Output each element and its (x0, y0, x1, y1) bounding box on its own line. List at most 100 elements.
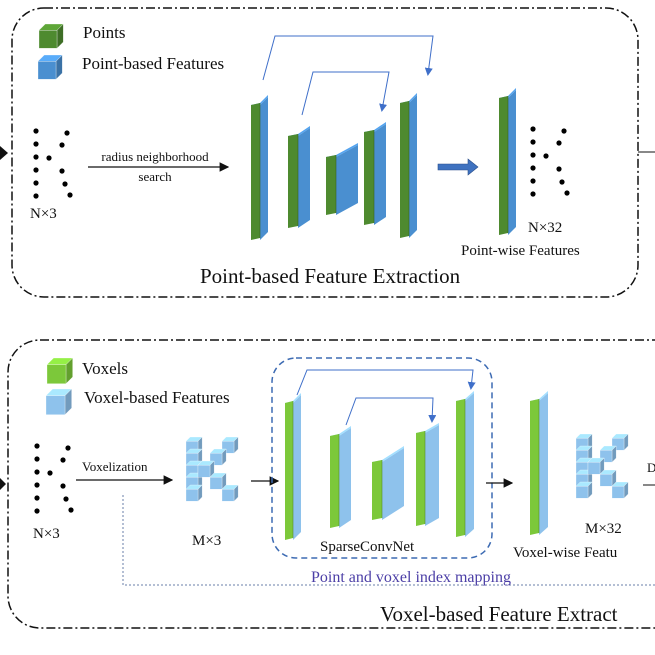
cube-front (37, 61, 57, 80)
voxel-grid (185, 436, 239, 502)
point-dot (530, 152, 536, 158)
point-dot (34, 443, 40, 449)
point-dot (62, 181, 68, 187)
panel-title: Point-based Feature Extraction (200, 264, 461, 288)
point-dot (34, 456, 40, 462)
skip-connection-inner (301, 71, 390, 116)
voxel-front (209, 477, 223, 490)
input-point-cloud (34, 443, 74, 514)
incoming-arrow-icon (0, 478, 6, 490)
point-dot (34, 495, 40, 501)
feature-layer-bar (400, 93, 417, 238)
output-caption: Voxel-wise Featu (513, 545, 618, 561)
point-dot (33, 180, 39, 186)
point-face (330, 434, 339, 528)
output-caption: Point-wise Features (461, 243, 580, 259)
point-dot (33, 128, 39, 134)
voxel-cube (221, 484, 239, 502)
voxel-cube (575, 481, 593, 499)
point-dot (67, 192, 73, 198)
voxel-wise-grid (575, 433, 629, 499)
point-dot (47, 470, 53, 476)
feature-face (339, 428, 351, 528)
legend-point-features-label: Point-based Features (82, 54, 224, 73)
legend-voxels-label: Voxels (82, 359, 128, 378)
bar-top (499, 88, 516, 98)
point-face (456, 399, 465, 537)
input-point-cloud (33, 128, 73, 199)
input-size-label: N×3 (30, 206, 57, 222)
bar-top (288, 126, 310, 136)
point-dot (530, 178, 536, 184)
feature-face (409, 95, 417, 238)
feature-layer-bar (530, 391, 548, 535)
point-dot (530, 126, 536, 132)
feature-layer-bar (330, 426, 351, 528)
bar-top (251, 95, 268, 105)
feature-face (260, 97, 268, 240)
legend-voxel-features-label: Voxel-based Features (84, 388, 230, 407)
point-dot (33, 154, 39, 160)
panel-title: Voxel-based Feature Extract (380, 602, 618, 626)
skip-connection-outer (262, 35, 434, 81)
point-dot (59, 168, 65, 174)
voxel-front (611, 486, 625, 499)
point-face (251, 103, 260, 240)
feature-layer-bar (499, 88, 516, 235)
point-dot (556, 140, 562, 146)
feature-face (465, 393, 474, 537)
point-dot (559, 179, 565, 185)
cube-front (38, 30, 58, 49)
point-dot (68, 507, 74, 513)
voxel-front (575, 486, 589, 499)
voxel-cube (587, 457, 605, 475)
light-blue-cube-icon (45, 388, 73, 416)
point-dot (543, 153, 549, 159)
index-mapping-label: Point and voxel index mapping (311, 569, 511, 586)
feature-face (508, 90, 516, 235)
feature-face (539, 393, 548, 535)
block-arrow-icon (437, 158, 479, 176)
green-cube-icon (38, 23, 64, 49)
feature-layer-bar (285, 393, 301, 540)
voxel-cube (185, 484, 203, 502)
point-face (285, 401, 293, 540)
voxel-cube (611, 481, 629, 499)
cube-front (46, 364, 67, 384)
feature-layer-bar (456, 391, 474, 537)
point-dot (64, 130, 70, 136)
point-face (499, 96, 508, 235)
skip-connection-outer (296, 369, 476, 396)
point-panel-border (11, 7, 639, 298)
voxel-front (587, 462, 601, 475)
point-dot (564, 190, 570, 196)
legend-points-label: Points (83, 23, 126, 42)
feature-face (425, 425, 439, 526)
point-dot (60, 483, 66, 489)
point-face (530, 399, 539, 535)
index-mapping-line (122, 495, 655, 586)
point-face (416, 431, 425, 526)
point-face (288, 134, 298, 228)
voxel-front (185, 489, 199, 502)
point-dot (59, 142, 65, 148)
voxel-cube (599, 469, 617, 487)
point-dot (530, 165, 536, 171)
bar-top (364, 122, 386, 132)
point-dot (60, 457, 66, 463)
point-face (326, 155, 336, 215)
feature-layer-bar (288, 126, 310, 228)
feature-layer-bar (364, 122, 386, 225)
point-dot (561, 128, 567, 134)
output-size-label: N×32 (528, 220, 562, 236)
point-dot (34, 508, 40, 514)
feature-layer-bar (416, 423, 439, 526)
voxel-front (221, 489, 235, 502)
point-face (364, 130, 374, 225)
feature-face (382, 448, 404, 520)
output-size-label: M×32 (585, 521, 622, 537)
incoming-arrow-icon (0, 146, 8, 160)
point-dot (63, 496, 69, 502)
voxelization-label: Voxelization (82, 459, 148, 474)
